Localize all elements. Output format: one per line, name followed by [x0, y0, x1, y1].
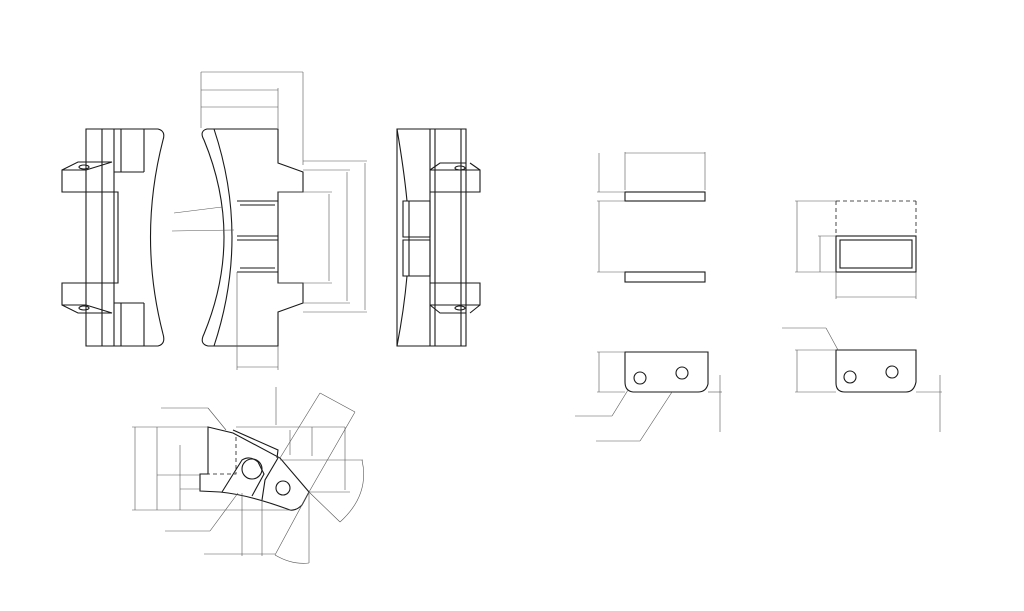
bracket-view-a — [575, 351, 722, 442]
box-view — [795, 200, 917, 299]
section-view — [132, 387, 364, 564]
top-plate-view — [597, 152, 706, 283]
right-side-view — [396, 128, 481, 347]
left-side-view — [61, 128, 165, 347]
front-view — [171, 71, 367, 370]
bracket-view-b — [782, 327, 942, 432]
